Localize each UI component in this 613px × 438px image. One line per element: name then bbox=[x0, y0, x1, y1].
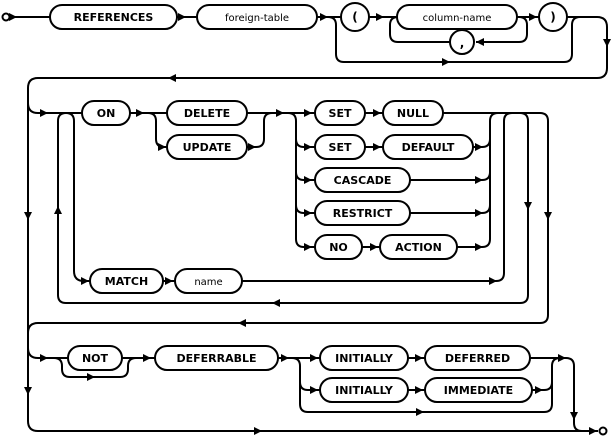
node-initially-immediate-initially: INITIALLY bbox=[319, 377, 409, 403]
node-null: NULL bbox=[382, 100, 444, 126]
node-foreign-table: foreign-table bbox=[196, 4, 318, 30]
node-on-label: ON bbox=[97, 107, 116, 120]
node-immediate: IMMEDIATE bbox=[424, 377, 533, 403]
node-name: name bbox=[174, 268, 243, 294]
node-action-label: ACTION bbox=[395, 241, 442, 254]
node-column-name-label: column-name bbox=[423, 13, 492, 24]
node-column-name: column-name bbox=[396, 4, 518, 30]
node-null-label: NULL bbox=[397, 107, 429, 120]
node-references-label: REFERENCES bbox=[74, 11, 154, 24]
node-restrict: RESTRICT bbox=[314, 200, 411, 226]
start-terminal bbox=[1, 12, 11, 22]
railroad-arrows bbox=[9, 13, 611, 435]
node-action: ACTION bbox=[379, 234, 458, 260]
node-match-label: MATCH bbox=[105, 275, 148, 288]
node-restrict-label: RESTRICT bbox=[333, 207, 393, 220]
node-open-paren: ( bbox=[340, 2, 370, 32]
node-deferrable-label: DEFERRABLE bbox=[176, 352, 256, 365]
node-comma: , bbox=[449, 29, 475, 55]
node-update: UPDATE bbox=[166, 134, 248, 160]
node-deferred-label: DEFERRED bbox=[445, 352, 510, 365]
node-close-paren: ) bbox=[538, 2, 568, 32]
node-match: MATCH bbox=[89, 268, 164, 294]
node-delete-label: DELETE bbox=[184, 107, 230, 120]
node-immediate-label: IMMEDIATE bbox=[444, 384, 513, 397]
node-not: NOT bbox=[67, 345, 123, 371]
node-default-label: DEFAULT bbox=[402, 141, 455, 154]
node-set-default-set: SET bbox=[314, 134, 366, 160]
node-close-paren-label: ) bbox=[550, 10, 555, 24]
node-not-label: NOT bbox=[82, 352, 109, 365]
node-foreign-table-label: foreign-table bbox=[225, 13, 289, 24]
node-no-label: NO bbox=[329, 241, 348, 254]
railroad-lines bbox=[10, 16, 608, 432]
node-set-a-label: SET bbox=[329, 107, 352, 120]
node-initially-b-label: INITIALLY bbox=[335, 384, 394, 397]
node-deferred: DEFERRED bbox=[424, 345, 531, 371]
node-initially-deferred-initially: INITIALLY bbox=[319, 345, 409, 371]
node-no: NO bbox=[314, 234, 363, 260]
node-on: ON bbox=[81, 100, 131, 126]
node-default: DEFAULT bbox=[382, 134, 474, 160]
node-update-label: UPDATE bbox=[183, 141, 232, 154]
node-deferrable: DEFERRABLE bbox=[154, 345, 279, 371]
node-set-b-label: SET bbox=[329, 141, 352, 154]
node-cascade: CASCADE bbox=[314, 167, 411, 193]
end-terminal bbox=[598, 426, 608, 436]
node-references: REFERENCES bbox=[49, 4, 178, 30]
node-name-label: name bbox=[194, 277, 222, 288]
node-open-paren-label: ( bbox=[352, 10, 357, 24]
node-set-null-set: SET bbox=[314, 100, 366, 126]
node-initially-a-label: INITIALLY bbox=[335, 352, 394, 365]
node-comma-label: , bbox=[460, 36, 465, 50]
node-delete: DELETE bbox=[166, 100, 248, 126]
node-cascade-label: CASCADE bbox=[334, 174, 392, 187]
